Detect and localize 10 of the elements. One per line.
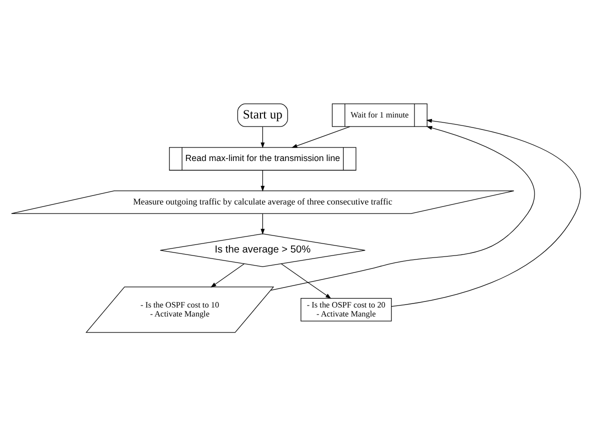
- arrow: [260, 126, 265, 148]
- arrow: [210, 262, 245, 287]
- arrow: [260, 170, 265, 192]
- arrow: [270, 126, 535, 290]
- node-box: Start up: [237, 103, 288, 126]
- arrow: [260, 212, 265, 234]
- node-diamond: Is the average > 50%: [160, 233, 366, 267]
- arrow: [391, 118, 580, 306]
- arrow: [280, 262, 332, 298]
- arrow: [292, 126, 350, 148]
